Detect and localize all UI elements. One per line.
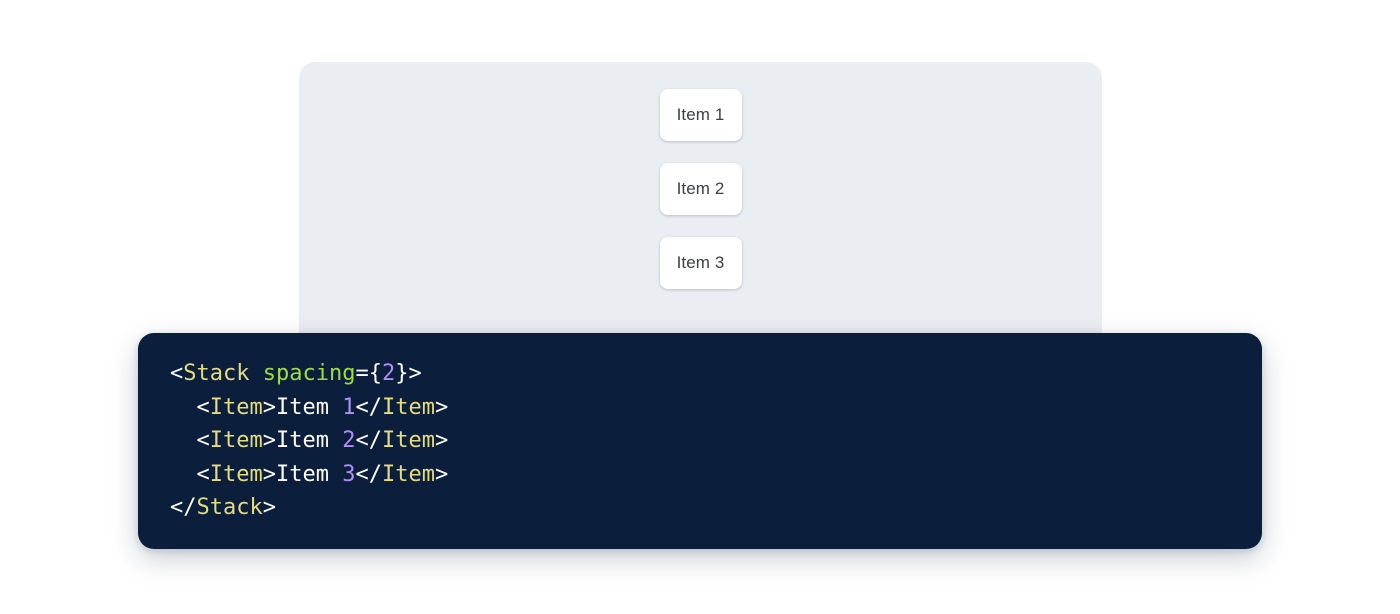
stack-item-label: Item 3 [676, 253, 725, 272]
code-token-brace: } [395, 361, 409, 386]
code-token-tag: Item [209, 394, 263, 420]
code-token-punct: > [262, 394, 276, 420]
code-token-tag: Item [381, 428, 435, 453]
code-token-punct: = [355, 361, 369, 386]
code-token-punct: > [434, 461, 449, 487]
code-token-punct: < [170, 361, 184, 386]
stack-item[interactable]: Item 3 [659, 237, 742, 289]
code-token-punct: < [196, 394, 210, 420]
stack-item[interactable]: Item 1 [659, 89, 742, 141]
code-token-punct: > [262, 428, 276, 453]
code-line: <Stack spacing={2}> [170, 357, 1230, 391]
code-token-num: 2 [381, 361, 396, 386]
code-indent [170, 462, 197, 487]
code-token-text: Item [275, 461, 343, 487]
code-token-brace: { [368, 361, 382, 386]
code-token-punct: > [262, 461, 276, 487]
code-token-num: 3 [342, 461, 356, 487]
code-token-punct: < [196, 428, 210, 453]
code-token-num: 2 [342, 428, 356, 453]
code-token-tag: Item [209, 428, 263, 453]
code-token-tag: Item [381, 461, 435, 487]
code-line: <Item>Item 2</Item> [170, 424, 1230, 458]
code-line: <Item>Item 1</Item> [170, 391, 1230, 425]
code-token-punct: </ [355, 428, 382, 453]
code-token-text [249, 361, 262, 386]
code-token-punct: > [434, 394, 449, 420]
code-token-num: 1 [342, 394, 356, 420]
stack-container: Item 1 Item 2 Item 3 [299, 62, 1102, 289]
code-line: </Stack> [170, 491, 1230, 525]
code-token-tag: Stack [183, 361, 250, 386]
code-token-punct: < [196, 461, 210, 487]
code-indent [170, 395, 197, 420]
code-token-punct: </ [355, 394, 382, 420]
code-token-attr: spacing [262, 361, 356, 386]
code-block[interactable]: <Stack spacing={2}> <Item>Item 1</Item> … [170, 357, 1230, 525]
code-token-tag: Item [209, 461, 263, 487]
code-token-punct: </ [355, 461, 382, 487]
component-preview-panel: Item 1 Item 2 Item 3 [299, 62, 1102, 334]
code-token-punct: </ [170, 495, 197, 520]
code-indent [170, 428, 197, 453]
code-token-tag: Stack [196, 495, 263, 520]
stack-item-label: Item 2 [676, 179, 725, 198]
code-token-text: Item [275, 394, 343, 420]
code-line: <Item>Item 3</Item> [170, 458, 1230, 492]
code-token-tag: Item [381, 394, 435, 420]
stack-item-label: Item 1 [676, 105, 725, 124]
code-token-punct: > [408, 361, 422, 386]
code-token-punct: > [434, 428, 449, 453]
code-token-punct: > [262, 495, 276, 520]
code-snippet-panel[interactable]: <Stack spacing={2}> <Item>Item 1</Item> … [138, 333, 1262, 549]
code-token-text: Item [275, 428, 343, 453]
stack-item[interactable]: Item 2 [659, 163, 742, 215]
